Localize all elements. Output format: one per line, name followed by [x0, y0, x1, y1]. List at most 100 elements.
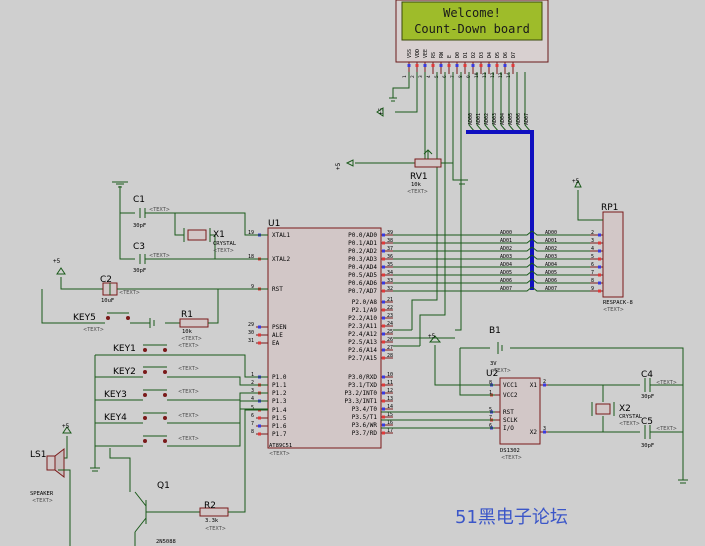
mcu-port-pin-name: P2.1/A9	[352, 307, 378, 314]
mcu-pin-name: EA	[272, 340, 280, 347]
mcu-port-pin-name: P3.6/WR	[352, 422, 378, 429]
u2-pin-num: 3	[543, 426, 546, 432]
key-switch[interactable]	[95, 366, 268, 386]
pin-marker	[407, 64, 411, 67]
lcd-pin-label: VEE	[423, 49, 429, 58]
u2-pin-name: VCC2	[503, 392, 518, 399]
mcu-port-pin-name: P0.3/AD3	[348, 256, 377, 263]
key-switch[interactable]	[95, 408, 268, 447]
pin-marker	[598, 273, 601, 277]
lcd-pin-label: RS	[431, 52, 437, 58]
pin-marker	[258, 341, 261, 345]
pin-marker	[382, 383, 385, 387]
pin-marker	[439, 64, 443, 67]
key-switch[interactable]	[95, 400, 268, 424]
lcd-data-line	[492, 72, 500, 133]
bus-net-label: AD00	[500, 230, 512, 236]
mcu-pin-num: 14	[387, 404, 393, 410]
u2-pin-num: 2	[543, 379, 546, 385]
u2-pin-num: 6	[489, 423, 492, 429]
svg-text:+5: +5	[378, 107, 385, 115]
pin-marker	[382, 332, 385, 336]
svg-text:30pF: 30pF	[133, 223, 146, 229]
pin-marker	[382, 241, 385, 245]
mcu-pin-num: 18	[248, 254, 254, 260]
bus-net-label: AD06	[545, 278, 557, 284]
mcu-pin-name: PSEN	[272, 324, 287, 331]
mcu-pin-name: P1.5	[272, 415, 287, 422]
pin-marker	[487, 64, 491, 67]
switch-contact	[163, 348, 167, 352]
mcu-pin-num: 32	[387, 286, 393, 292]
pin-marker	[463, 64, 467, 67]
pin-marker	[382, 356, 385, 360]
pin-marker	[382, 316, 385, 320]
lcd-pin-num: 3	[418, 75, 424, 78]
bus-net-label: AD04	[545, 262, 557, 268]
svg-text:30pF: 30pF	[133, 268, 146, 274]
pin-marker	[258, 325, 261, 329]
pin-marker	[382, 233, 385, 237]
pin-marker	[382, 407, 385, 411]
svg-text:3.3k: 3.3k	[205, 518, 219, 524]
rv1-potentiometer[interactable]: RV1 10k <TEXT> +5	[335, 149, 453, 195]
mcu-pin-num: 23	[387, 313, 393, 319]
u2-pin-name: X1	[530, 382, 538, 389]
pin-marker	[382, 423, 385, 427]
reset-circuit[interactable]: +5 C2 10uF <TEXT> KEY5 <TEXT> R1 10k <TE…	[41, 258, 268, 342]
mcu-pin-num: 2	[251, 380, 254, 386]
lcd-data-line	[500, 72, 508, 133]
lcd-pin-label: VSS	[407, 49, 413, 58]
mcu-pin-num: 29	[248, 322, 254, 328]
c3-ref: C3	[133, 242, 145, 252]
watermark: 51黑电子论坛	[455, 507, 568, 528]
svg-text:<TEXT>: <TEXT>	[656, 380, 677, 386]
svg-text:+5: +5	[572, 178, 580, 185]
svg-text:<TEXT>: <TEXT>	[181, 336, 202, 342]
svg-text:<TEXT>: <TEXT>	[119, 290, 140, 296]
lcd-pin-label: E	[447, 55, 453, 58]
mcu-pin-name: XTAL1	[272, 232, 290, 239]
lcd-pin-num: 4	[426, 75, 432, 78]
p0-bus-wire	[393, 238, 533, 244]
key5-ref: KEY5	[73, 313, 96, 323]
key-wire	[95, 408, 268, 447]
rp-bus-wire	[531, 262, 590, 268]
keypad[interactable]: KEY1 KEY2 KEY3 KEY4 <TEXT> <TEXT> <TEXT>…	[90, 343, 268, 472]
mcu-pin-num: 5	[251, 405, 254, 411]
mcu-port-pin-name: P2.3/A11	[348, 323, 377, 330]
pin-marker	[598, 241, 601, 245]
rp1-pin-num: 9	[591, 286, 594, 292]
key-switch[interactable]	[95, 389, 268, 401]
mcu-pin-num: 10	[387, 372, 393, 378]
speaker-driver[interactable]: +5 LS1 SPEAKER <TEXT> Q1 2N5088 R2 3.3k …	[30, 409, 268, 546]
b1-ref: B1	[489, 326, 501, 336]
svg-text:<TEXT>: <TEXT>	[178, 436, 199, 442]
pin-marker	[479, 64, 483, 67]
svg-text:<TEXT>: <TEXT>	[205, 526, 226, 532]
lcd-pin-label: D4	[487, 52, 493, 58]
mcu-pin-num: 3	[251, 388, 254, 394]
bus-net-label: AD02	[500, 246, 512, 252]
lcd-pin-num: 1	[402, 75, 408, 78]
svg-text:DS1302: DS1302	[500, 448, 520, 454]
x2-ref: X2	[619, 404, 631, 414]
mcu-pin-num: 9	[251, 284, 254, 290]
oscillator-u1[interactable]: C1 30pF <TEXT> C3 30pF <TEXT> X1 CRYSTAL…	[112, 181, 268, 274]
svg-text:<TEXT>: <TEXT>	[603, 307, 624, 313]
svg-text:<TEXT>: <TEXT>	[83, 327, 104, 333]
mcu-port-pin-name: P2.7/A15	[348, 355, 377, 362]
mcu-pin-name: P1.0	[272, 374, 287, 381]
pin-marker	[415, 64, 419, 67]
rp1-pin-num: 3	[591, 238, 594, 244]
c4-ref: C4	[641, 370, 653, 380]
switch-contact	[163, 416, 167, 420]
mcu-pin-num: 26	[387, 337, 393, 343]
lcd-module[interactable]: Welcome! Count-Down board VSS1VDD2VEE3RS…	[395, 0, 549, 78]
key-switch[interactable]	[130, 344, 180, 356]
